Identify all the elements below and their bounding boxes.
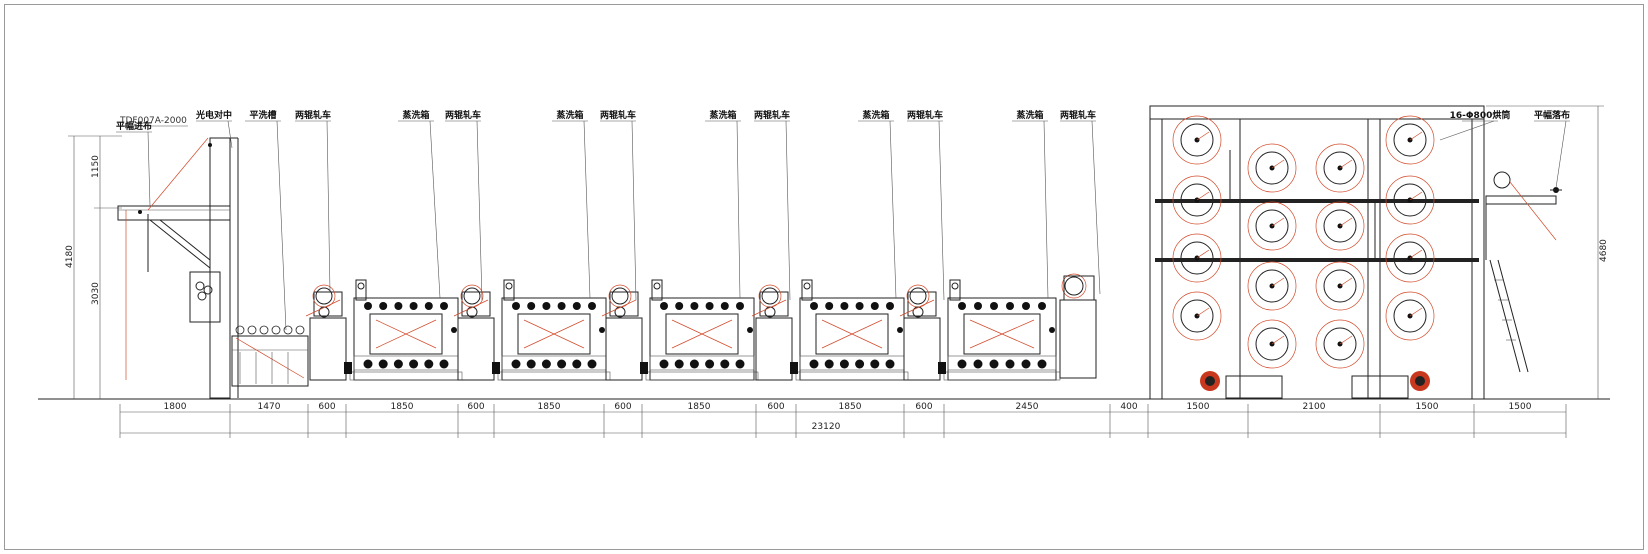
component-label: 两辊轧车 [600,109,636,121]
padder-steamer-unit [751,279,909,381]
dim-section: 1850 [688,402,711,412]
drying-cylinder [1385,175,1435,225]
drying-cylinder [1247,201,1297,251]
drying-cylinder [1172,175,1222,225]
dim-total-length: 23120 [812,422,841,432]
component-labels: 平幅进布 光电对中 平洗槽 两辊轧车 蒸洗箱 两辊轧车 蒸洗箱 两辊轧车 蒸洗箱 两辊轧车 蒸洗箱 两… [116,109,1570,132]
drying-cylinder [1385,115,1435,165]
drying-cylinder [1247,143,1297,193]
component-label: 光电对中 [195,109,232,121]
dim-section: 600 [318,402,335,412]
drying-cylinder [1172,233,1222,283]
padder-steamer-unit [453,279,611,381]
dryer-motors [1200,371,1430,391]
drying-cylinder [1315,261,1365,311]
dim-section: 1470 [258,402,281,412]
component-label: 两辊轧车 [1060,109,1096,121]
drying-cylinder [1315,201,1365,251]
entry-frame [117,137,239,399]
component-label: 两辊轧车 [445,109,481,121]
dim-section: 1850 [839,402,862,412]
drying-cylinder [1315,143,1365,193]
dim-section: 600 [614,402,631,412]
bottom-dimension-chain: 23120 1800 1470 600 1850 600 1850 600 1850 600 18… [119,402,1567,438]
padder-steamer-unit [305,279,463,381]
drying-cylinder [1247,319,1297,369]
dim-height-lower: 3030 [91,282,101,305]
final-padder [1059,273,1097,379]
component-label: 平幅进布 [116,120,152,132]
component-label: 蒸洗箱 [862,109,889,121]
drying-cylinder [1247,261,1297,311]
drying-cylinder [1315,319,1365,369]
dim-section: 1800 [164,402,187,412]
left-dimension-group: 4180 3030 1150 [65,135,122,399]
component-label: 平幅落布 [1534,109,1570,121]
dim-section: 1850 [391,402,414,412]
dim-section: 1500 [1509,402,1532,412]
drying-cylinder [1172,291,1222,341]
dim-section: 600 [467,402,484,412]
component-label: 两辊轧车 [754,109,790,121]
open-washer-tank [231,325,309,387]
dim-section: 1850 [538,402,561,412]
dim-height-upper: 1150 [91,155,101,178]
dim-section: 600 [915,402,932,412]
dim-section: 2450 [1016,402,1039,412]
dim-section: 600 [767,402,784,412]
steamer-units [305,273,1097,381]
component-label: 平洗槽 [249,109,276,121]
dryer-frame [1149,105,1485,400]
component-label: 两辊轧车 [295,109,331,121]
component-label: 16-Φ800烘筒 [1450,109,1511,121]
drying-cylinder [1385,291,1435,341]
component-label: 蒸洗箱 [709,109,736,121]
component-label: 蒸洗箱 [402,109,429,121]
right-dimension-group: 4680 [1486,105,1609,399]
model-code: TDF007A-2000 [119,116,187,126]
padder-steamer-unit [601,279,759,381]
drying-cylinder [1385,233,1435,283]
dim-section: 400 [1120,402,1137,412]
dim-section: 1500 [1416,402,1439,412]
component-label: 两辊轧车 [907,109,943,121]
drying-cylinders [1172,115,1435,369]
component-label: 蒸洗箱 [556,109,583,121]
plaiter-unit [1485,171,1562,373]
padder-steamer-unit [899,279,1061,381]
component-label: 蒸洗箱 [1016,109,1043,121]
drying-cylinder [1172,115,1222,165]
dim-section: 1500 [1187,402,1210,412]
dim-dryer-height: 4680 [1599,239,1609,262]
leader-lines [116,120,1570,331]
drawing-frame [4,4,1644,550]
dim-section: 2100 [1303,402,1326,412]
dim-height-total: 4180 [65,245,75,268]
